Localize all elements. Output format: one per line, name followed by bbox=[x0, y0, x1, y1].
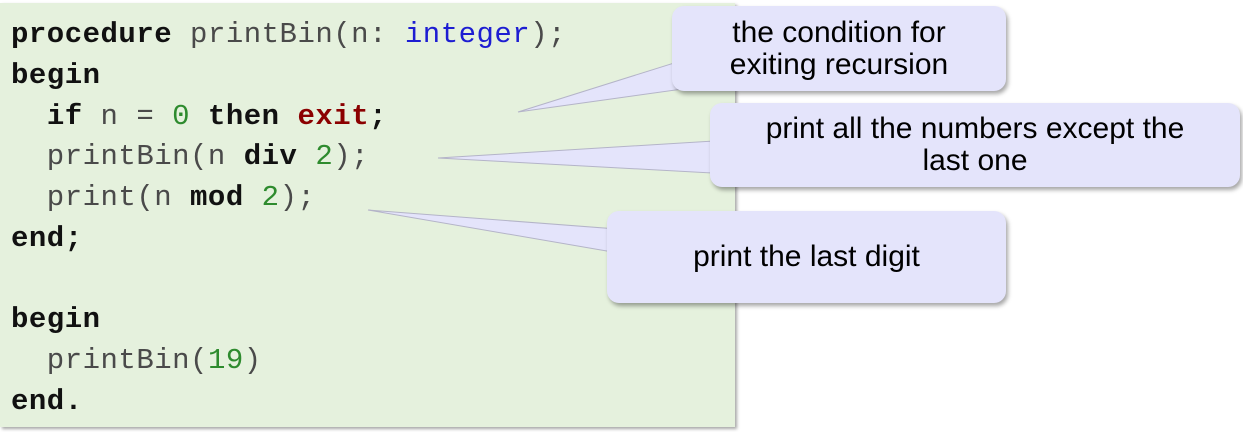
code-keyword: if bbox=[46, 100, 83, 133]
code-keyword: ; bbox=[369, 100, 388, 133]
code-text: print(n bbox=[11, 181, 191, 214]
callout-print-all: print all the numbers except the last on… bbox=[710, 103, 1240, 187]
callout-print-all-line1: print all the numbers except the bbox=[765, 112, 1185, 145]
code-number: 2 bbox=[261, 181, 280, 214]
callout-exit-condition-line2: exiting recursion bbox=[729, 47, 949, 81]
code-keyword: begin bbox=[11, 59, 101, 92]
callout-last-digit: print the last digit bbox=[607, 211, 1006, 303]
code-text: ) bbox=[243, 344, 262, 377]
code-line-4: printBin(n div 2); bbox=[11, 137, 369, 177]
code-number: 2 bbox=[315, 140, 334, 173]
code-line-10: end. bbox=[11, 382, 83, 422]
code-line-6: end; bbox=[11, 219, 83, 259]
code-line-9: printBin(19) bbox=[11, 341, 262, 381]
code-line-5: print(n mod 2); bbox=[11, 178, 315, 218]
pointer-exit-condition bbox=[517, 57, 691, 113]
code-text: ); bbox=[333, 140, 370, 173]
code-text: printBin(n bbox=[11, 140, 244, 173]
code-keyword: div bbox=[243, 140, 298, 173]
code-type: integer bbox=[404, 18, 531, 51]
callout-exit-condition-line1: the condition for bbox=[732, 15, 946, 49]
code-line-8: begin bbox=[11, 300, 101, 340]
code-keyword-exit: exit bbox=[297, 100, 370, 133]
code-number: 0 bbox=[172, 100, 191, 133]
callout-last-digit-line1: print the last digit bbox=[693, 240, 920, 273]
callout-exit-condition: the condition for exiting recursion bbox=[672, 6, 1006, 91]
code-text: printBin(n: bbox=[172, 18, 405, 51]
code-number: 19 bbox=[207, 344, 244, 377]
pointer-last-digit bbox=[367, 209, 631, 256]
code-text: ); bbox=[530, 18, 567, 51]
code-text: printBin( bbox=[11, 344, 208, 377]
code-line-3: if n = 0 then exit; bbox=[11, 97, 387, 137]
code-keyword: procedure bbox=[11, 18, 173, 51]
code-line-1: procedure printBin(n: integer); bbox=[11, 15, 566, 55]
code-keyword: end. bbox=[11, 385, 83, 418]
callout-print-all-line2: last one bbox=[922, 144, 1028, 177]
code-keyword: then bbox=[207, 100, 280, 133]
code-text: n = bbox=[82, 100, 173, 133]
code-keyword: mod bbox=[190, 181, 244, 214]
code-keyword: begin bbox=[11, 303, 101, 336]
code-keyword: end; bbox=[11, 222, 83, 255]
pointer-print-all bbox=[437, 139, 731, 175]
code-text: ); bbox=[279, 181, 316, 214]
code-line-2: begin bbox=[11, 56, 101, 96]
